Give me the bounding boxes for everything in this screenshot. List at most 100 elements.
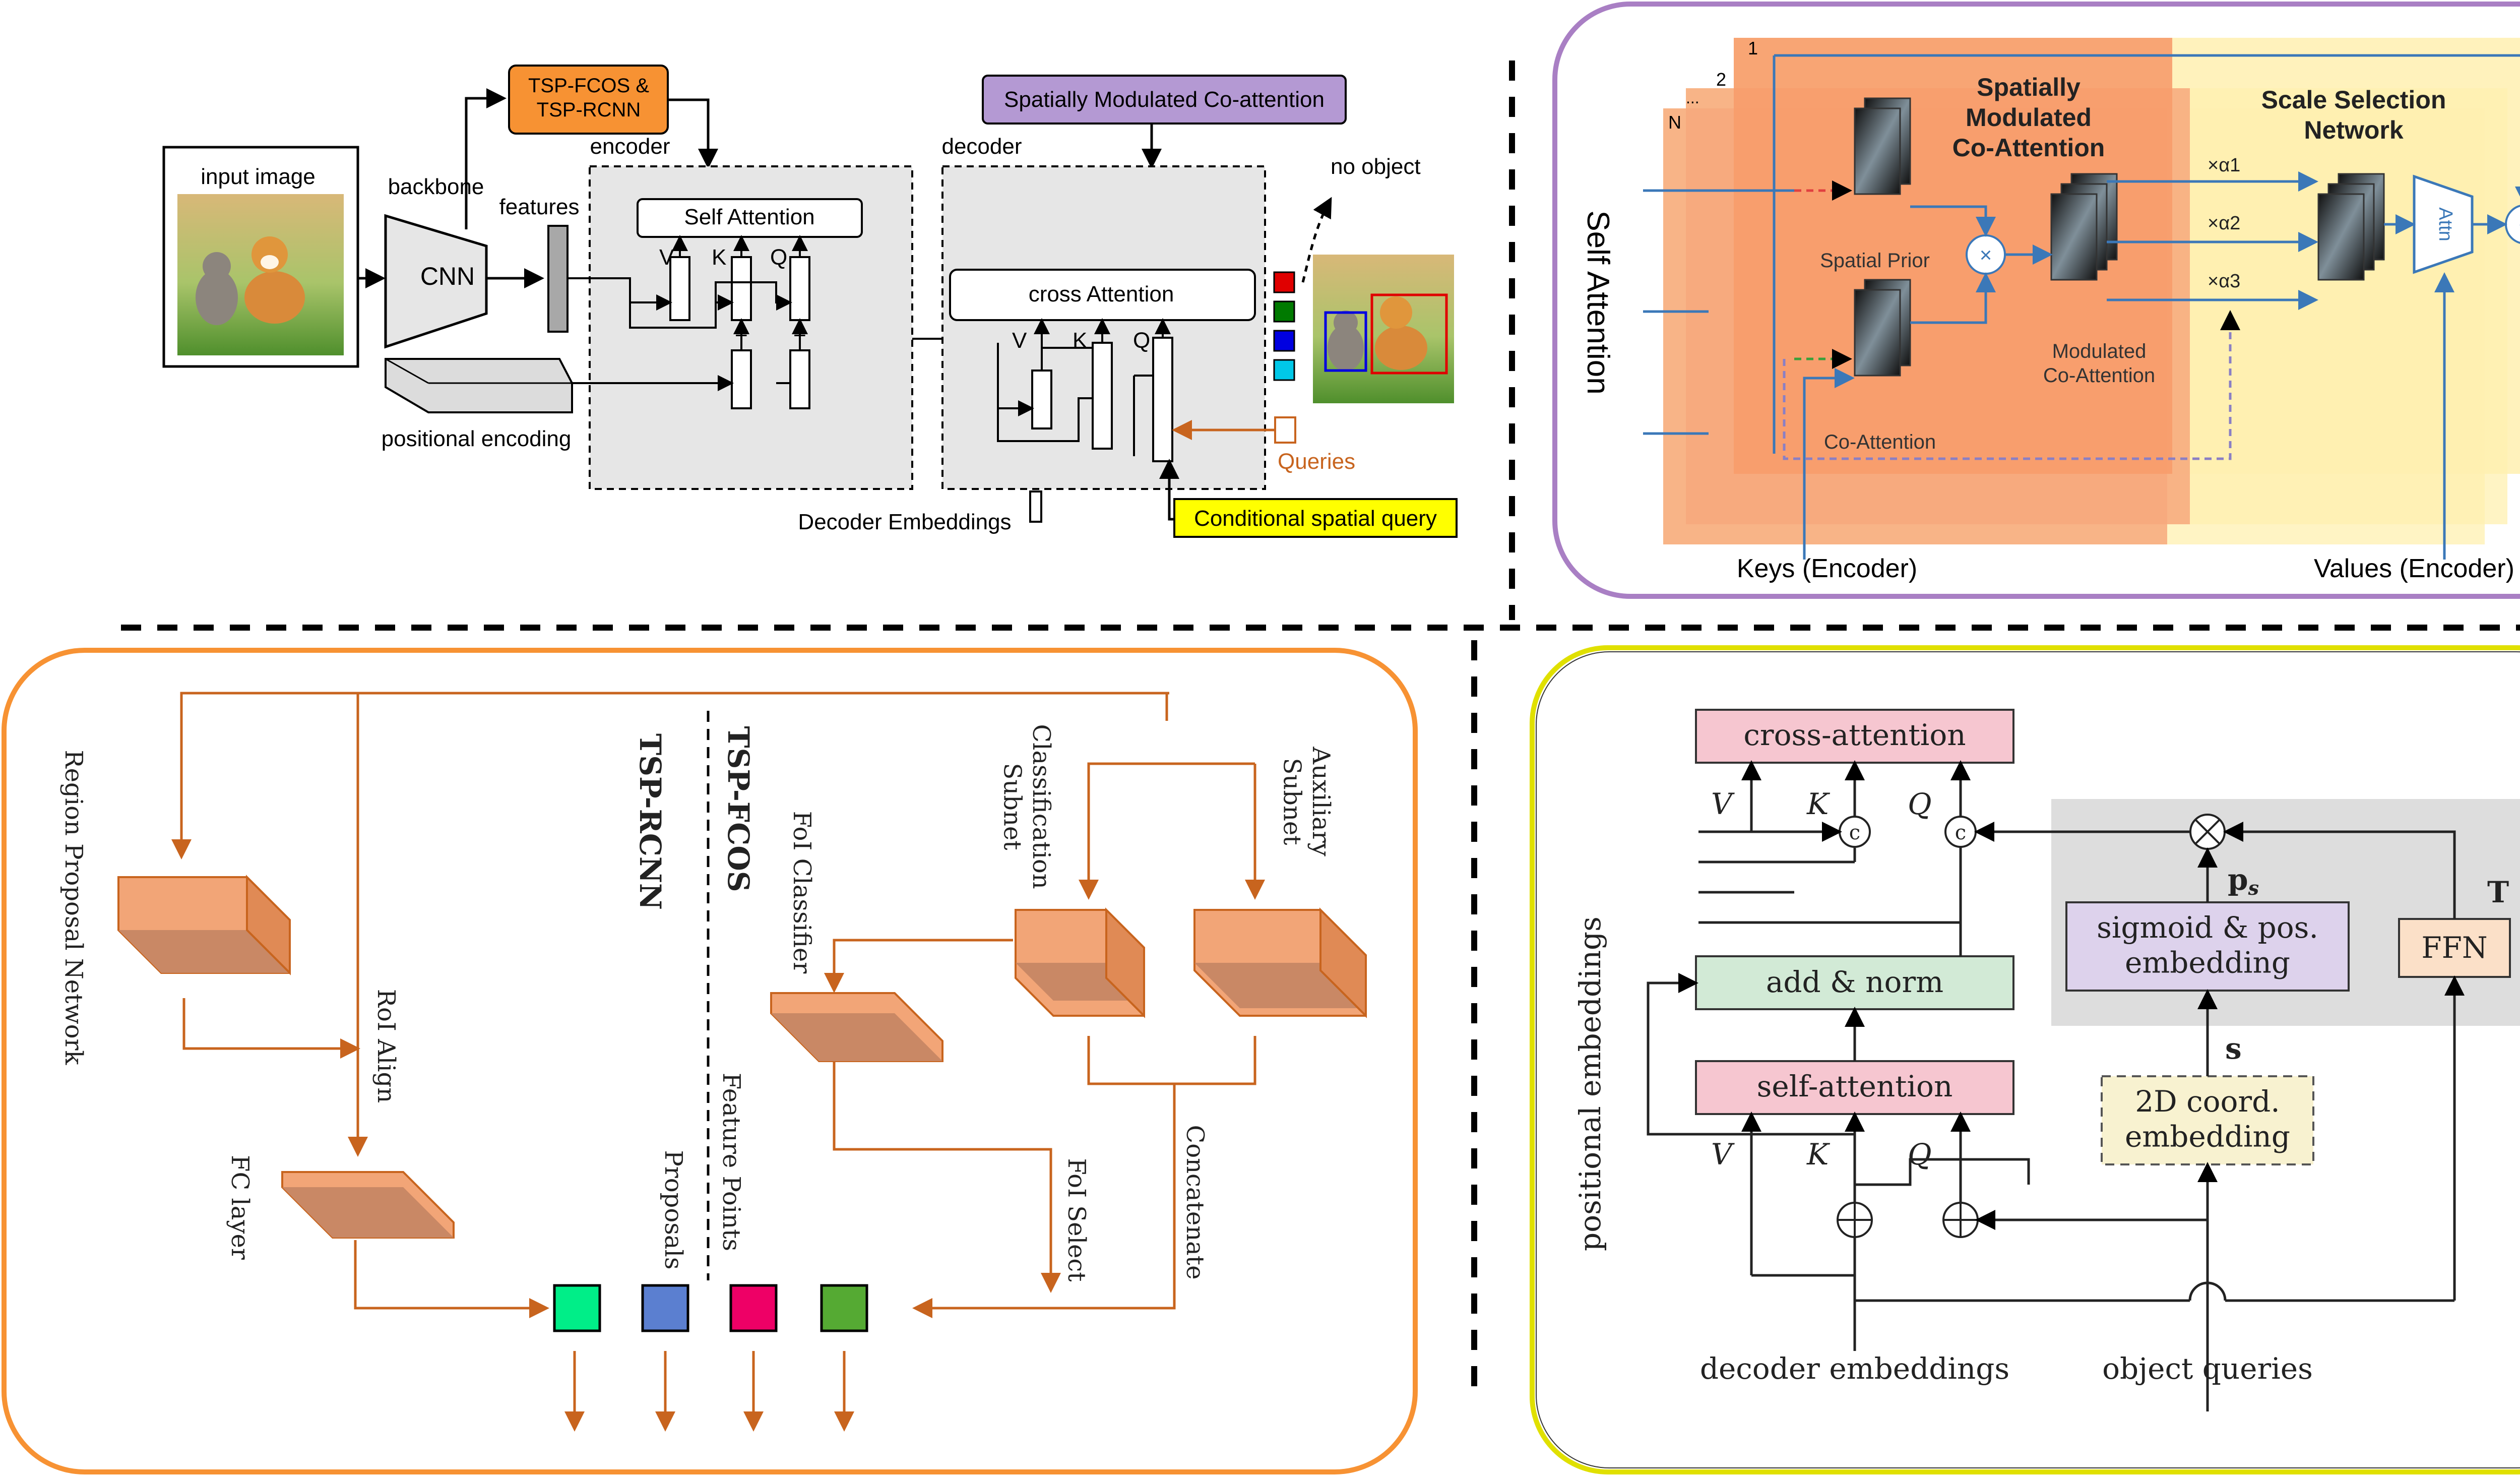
panel-detr-overview: input image backbone CNN features positi… [162,65,1458,538]
spatial-prior-label: Spatial Prior [1820,250,1930,272]
encoder-self-attention-box [637,198,863,238]
smca-label: Spatially Modulated Co-attention [1004,87,1325,112]
svg-text:×: × [1980,243,1992,267]
alpha-3: ×α3 [2208,271,2240,292]
cross-attention-label: cross Attention [1029,282,1174,306]
cond-flow-arrows [1647,760,2465,1411]
output-slot-red [1273,271,1295,293]
cnn-block [384,214,488,349]
svg-text:+: + [2519,213,2520,236]
svg-text:c: c [1955,821,1966,844]
token-green [553,1284,601,1332]
svg-text:...: ... [1686,89,1699,107]
conditional-query-box [1173,498,1458,538]
auxiliary-subnet-box [1193,907,1367,1018]
svg-text:2: 2 [1716,69,1726,90]
decoder-vkq-inputs: V K Q [997,318,1173,462]
alpha-1: ×α1 [2208,155,2240,176]
output-slot-blue [1273,330,1295,352]
object-queries-label: object queries [2102,1351,2313,1386]
tsp-panel-frame [2,648,1418,1474]
decoder-label: decoder [941,134,1022,159]
values-label: Values (Encoder) [2314,554,2514,583]
foi-classifier-label: FoI Classifier [788,811,816,974]
add-norm-label: add & norm [1766,965,1943,999]
cat-bounding-box [1324,311,1367,372]
attn-label: Attn [2435,207,2456,241]
output-image-photo [1313,255,1454,403]
svg-text:Q: Q [1908,787,1932,821]
svg-text:V: V [1711,1137,1735,1172]
keys-label: Keys (Encoder) [1737,554,1917,583]
svg-text:V: V [1711,787,1735,821]
svg-text:c: c [1849,821,1860,844]
cnn-label: CNN [420,262,475,290]
scale-weighted-maps [2317,173,2385,281]
cross-attention-box [1695,709,2014,764]
coord-embedding-box [2101,1075,2314,1165]
self-attention-vertical-label: Self Attention [1581,210,1615,394]
decoder-embeddings-label: Decoder Embeddings [798,510,1011,534]
coord-embedding-label: 2D coord.embedding [2125,1084,2290,1154]
sigmoid-label: sigmoid & pos.embedding [2097,910,2318,980]
panel-conditional-detr: cross-attention add & norm self-attentio… [1530,645,2520,1474]
tsp-label: TSP-FCOS &TSP-RCNN [528,75,649,121]
svg-text:K: K [1073,328,1087,353]
backbone-label: backbone [388,174,484,199]
dog-figure [244,271,305,324]
feature-points-label: Feature Points [717,1073,745,1251]
tsp-output-tokens [553,1284,868,1332]
rpn-box [117,875,291,975]
tsp-fcos-label: TSP-FCOS [721,726,755,892]
svg-text:V: V [1012,328,1027,353]
features-label: features [499,195,580,219]
modulated-maps [2050,173,2118,281]
s-label: s [2225,1031,2242,1066]
self-attention-label: self-attention [1757,1069,1953,1103]
positional-encoding-block [385,358,573,413]
token-blue [641,1284,689,1332]
co-attention-label: Co-Attention [1824,431,1936,453]
output-slots [1273,271,1295,381]
smca-box [982,75,1347,125]
smca-flow-arrows [1643,54,2520,560]
no-object-label: no object [1331,154,1421,179]
tsp-rcnn-label: TSP-RCNN [633,733,667,910]
roi-align-label: RoI Align [372,989,400,1103]
dog-bounding-box [1370,293,1448,375]
add-norm-box [1695,955,2014,1010]
t-label: T [2487,875,2509,909]
input-image-group: input image [162,146,359,368]
decoder-embeddings-label: decoder embeddings [1700,1351,2009,1386]
svg-text:K: K [712,245,726,270]
panel-dividers [121,60,2520,1396]
svg-text:Q: Q [770,245,787,270]
cat-figure [196,270,238,325]
cross-attention-label: cross-attention [1743,718,1966,752]
encoder-self-attention-label: Self Attention [684,205,814,229]
queries-block [1274,416,1296,444]
ps-label: ps [2228,863,2259,899]
fc-layer-box [281,1171,455,1239]
rpn-label: Region Proposal Network [59,750,88,1065]
svg-text:Q: Q [1908,1137,1932,1172]
panel-tsp: Region Proposal Network RoI Align FC lay… [2,648,1418,1474]
proposals-label: Proposals [659,1150,687,1270]
output-slot-green [1273,300,1295,323]
fc-layer-label: FC layer [226,1155,254,1260]
svg-text:Q: Q [1133,328,1150,353]
positional-encoding-label: positional encoding [382,426,572,451]
input-image-label: input image [201,164,315,189]
conditional-query-label: Conditional spatial query [1194,506,1437,531]
classification-subnet-label: ClassificationSubnet [998,724,1055,889]
tsp-flow-arrows [171,692,1265,1432]
ffn-label: FFN [2421,931,2487,965]
classification-subnet-box [1015,907,1145,1018]
alpha-2: ×α2 [2208,213,2240,234]
token-olive [820,1284,868,1332]
